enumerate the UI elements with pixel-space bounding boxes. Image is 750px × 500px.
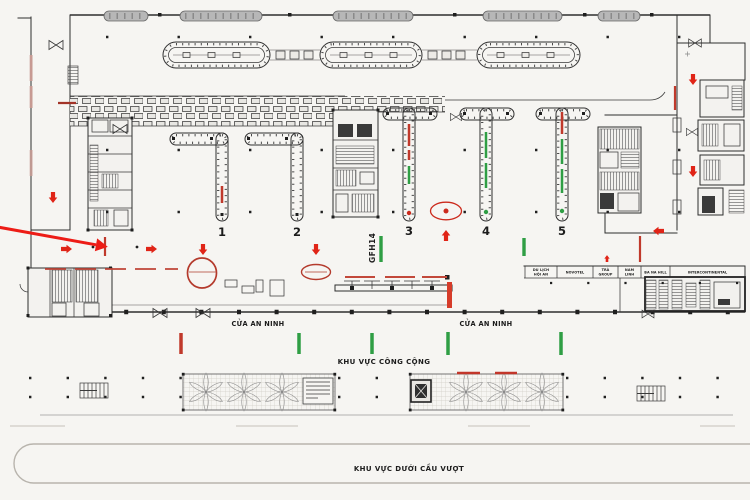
shop-label-3-line2: GROUP	[598, 273, 612, 277]
red-barrier-block	[447, 282, 452, 308]
red-circle-annotation-3	[429, 201, 463, 221]
survey-cross	[685, 51, 690, 57]
shop-label-2: NOVOTEL	[566, 271, 585, 275]
shop-label-1-line2: HỘI AN	[534, 272, 548, 277]
waiting-furniture	[224, 279, 285, 297]
column-grid-dots	[29, 35, 745, 399]
public-area-label: KHU VỰC CÔNG CỘNG	[338, 357, 431, 366]
island-number-5: 5	[558, 224, 566, 238]
right-office-block	[597, 126, 642, 214]
red-circle-annotation-1	[186, 257, 218, 289]
shop-label-5: BA NA HILL	[644, 271, 667, 275]
island-number-3: 3	[405, 224, 413, 238]
baggage-carousels	[162, 41, 581, 69]
terminal-walls	[10, 14, 746, 427]
central-office-block	[331, 108, 380, 219]
flyover-road-outline	[13, 443, 750, 484]
text-labels: 1 2 3 4 5 GFH14 CỬA AN NINH CỬA AN NINH …	[218, 224, 728, 473]
right-annex-rooms	[672, 79, 745, 216]
arrival-counter-row	[224, 275, 453, 297]
shop-label-1-line1: DU LỊCH	[533, 268, 549, 272]
island-number-1: 1	[218, 225, 226, 239]
planter-right	[408, 372, 565, 412]
red-queue-dashes	[220, 112, 564, 203]
flow-markers	[0, 74, 698, 375]
island-number-2: 2	[293, 225, 301, 239]
shop-label-3-line1: TRÀ	[602, 267, 610, 272]
shop-label-4-line2: LINH	[625, 273, 635, 277]
shop-label-6: INTERCONTINENTAL	[688, 271, 728, 275]
under-flyover-label: KHU VỰC DƯỚI CẦU VƯỢT	[354, 463, 464, 473]
green-status-dot	[559, 208, 565, 214]
green-exit-bars	[297, 332, 563, 355]
green-status-dot	[483, 209, 489, 215]
red-circle-annotation-2	[300, 263, 332, 281]
green-gate-bars-upper	[379, 236, 526, 262]
island-number-4: 4	[482, 224, 490, 238]
zone-code-label: GFH14	[368, 233, 377, 263]
security-gate-label-left: CỬA AN NINH	[232, 318, 285, 328]
shop-label-4-line1: NAM	[625, 268, 635, 272]
left-service-column	[67, 65, 134, 232]
big-red-pointer-arrow	[0, 225, 108, 252]
red-status-dot	[406, 210, 412, 216]
green-queue-dashes	[407, 132, 564, 193]
wall-hatch-box	[67, 65, 79, 85]
shops-row	[523, 265, 746, 313]
security-gate-label-right: CỬA AN NINH	[460, 318, 513, 328]
skylight-strips	[103, 10, 654, 22]
left-arrival-rooms	[19, 266, 113, 318]
planter-left	[181, 372, 337, 412]
